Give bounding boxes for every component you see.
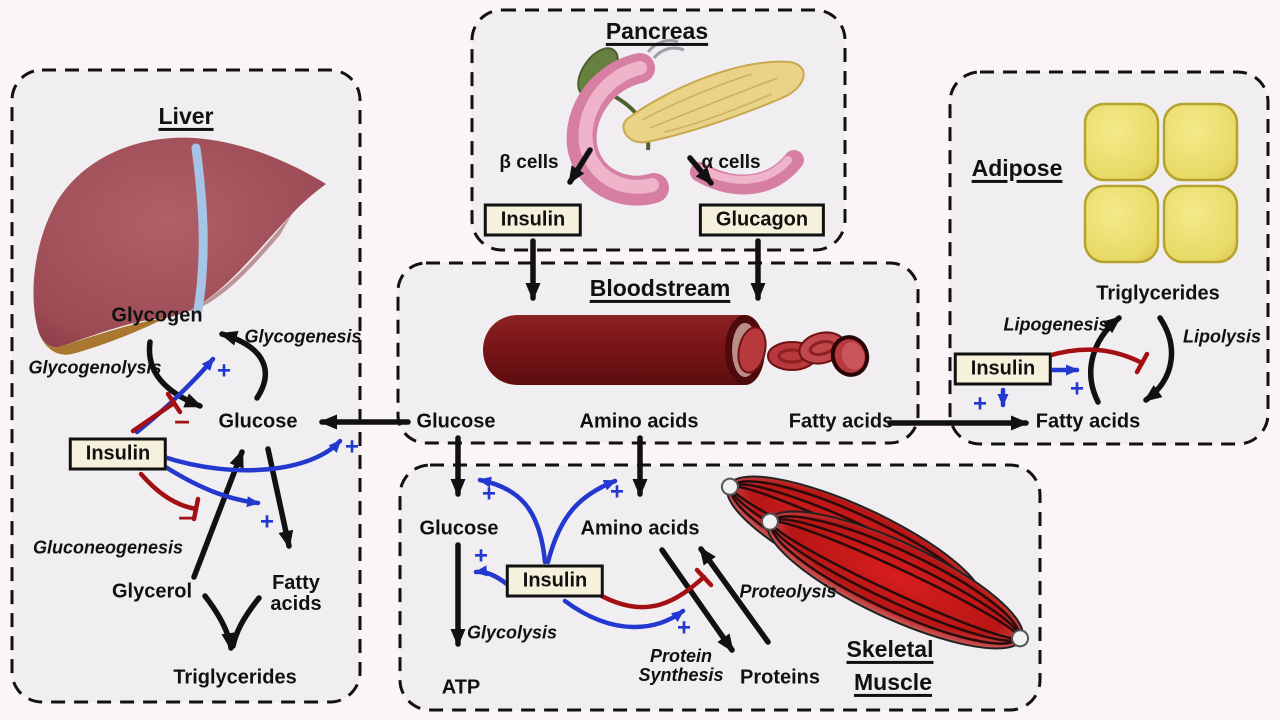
lipolysis-label: Lipolysis: [1182, 326, 1262, 347]
pancreas-title: Pancreas: [605, 17, 709, 44]
stim-muscle-glucose-uptake: [477, 476, 548, 565]
plus-glycolysis: +: [473, 542, 489, 570]
bloodstream-fatty-acids-label: Fatty acids: [788, 410, 894, 433]
liver-triglycerides-label: Triglycerides: [173, 666, 297, 689]
arrow-lipogenesis: [1088, 315, 1122, 405]
arrow-gluconeogenesis: [191, 449, 245, 580]
proteolysis-label: Proteolysis: [739, 581, 837, 602]
muscle-illustration: [720, 475, 1030, 650]
muscle-insulin-box: Insulin: [505, 564, 605, 598]
bloodstream-glucose-label: Glucose: [416, 410, 496, 433]
arrow-protein-synthesis: [659, 547, 735, 653]
pancreas-glucagon-box: Glucagon: [698, 203, 826, 237]
muscle-glucose-label: Glucose: [419, 517, 499, 540]
plus-glycogenesis: +: [216, 357, 232, 385]
flow-arrows: [146, 147, 1175, 653]
adipose-triglycerides-label: Triglycerides: [1096, 282, 1220, 305]
protein-synthesis-label: Protein Synthesis: [638, 646, 724, 685]
liver-glucose-label: Glucose: [218, 410, 298, 433]
arrow-fatty-merge: [230, 595, 262, 649]
arrow-glycerol-merge: [202, 593, 237, 651]
atp-label: ATP: [441, 676, 481, 699]
skeletal-muscle-title-line2: Muscle: [854, 668, 932, 695]
liver-title: Liver: [158, 102, 214, 129]
plus-muscle-amino: +: [609, 478, 625, 506]
inhibit-proteolysis: [595, 574, 707, 610]
adipose-fatty-acids-label: Fatty acids: [1035, 410, 1141, 433]
lipogenesis-label: Lipogenesis: [1003, 314, 1109, 335]
plus-liver-lipogenesis: +: [259, 508, 275, 536]
stim-liver-glucose-uptake: [161, 438, 343, 473]
glycogenesis-label: Glycogenesis: [244, 326, 362, 347]
arrow-glycogenolysis: [146, 339, 203, 409]
liver-glycogen-label: Glycogen: [111, 304, 203, 327]
arrow-beta-to-insulin: [567, 147, 593, 185]
muscle-amino-acids-label: Amino acids: [580, 517, 700, 540]
glycogenolysis-label: Glycogenolysis: [28, 357, 162, 378]
plus-muscle-glucose: +: [481, 480, 497, 508]
proteins-label: Proteins: [739, 666, 821, 689]
stim-protein-synthesis: [562, 598, 686, 630]
arrow-glucose-to-fattyacids: [265, 446, 294, 549]
adipose-title: Adipose: [971, 154, 1063, 181]
alpha-cells-label: α cells: [701, 152, 761, 174]
beta-cells-label: β cells: [499, 152, 559, 174]
skeletal-muscle-title-line1: Skeletal: [846, 635, 934, 662]
plus-liver-uptake: +: [344, 433, 360, 461]
liver-illustration: [33, 137, 327, 355]
minus-glycogenolysis: –: [174, 404, 190, 436]
pancreas-insulin-box: Insulin: [483, 203, 583, 237]
arrow-glycogenesis: [219, 331, 268, 401]
arrow-lipolysis: [1143, 315, 1175, 403]
liver-fatty-acids-label: Fatty acids: [270, 572, 322, 615]
red-blood-cells: [737, 326, 870, 377]
minus-gluconeogenesis: –: [178, 500, 194, 532]
blood-vessel-illustration: [483, 315, 870, 385]
inhibit-lipolysis: [1045, 347, 1145, 366]
inhibit-glycogenolysis: [130, 400, 177, 434]
adipose-insulin-box: Insulin: [953, 352, 1053, 386]
inhibit-gluconeogenesis: [138, 471, 199, 512]
bloodstream-amino-acids-label: Amino acids: [579, 410, 699, 433]
stim-liver-lipogenesis: [161, 463, 261, 508]
stim-muscle-amino-uptake: [545, 478, 618, 565]
glycolysis-label: Glycolysis: [466, 622, 558, 643]
plus-adipose-uptake: +: [972, 390, 988, 418]
arrow-proteolysis: [698, 546, 771, 645]
inhibition-lines: [130, 347, 1150, 610]
arrow-alpha-to-glucagon: [687, 155, 714, 186]
fat-cells-illustration: [1083, 102, 1239, 264]
stimulation-arrows: [134, 356, 1080, 630]
bloodstream-title: Bloodstream: [589, 274, 731, 301]
glycerol-label: Glycerol: [111, 580, 193, 603]
plus-protein-synthesis: +: [676, 614, 692, 642]
gluconeogenesis-label: Gluconeogenesis: [32, 537, 184, 558]
plus-adipose-lipogenesis: +: [1069, 375, 1085, 403]
liver-insulin-box: Insulin: [68, 437, 168, 471]
